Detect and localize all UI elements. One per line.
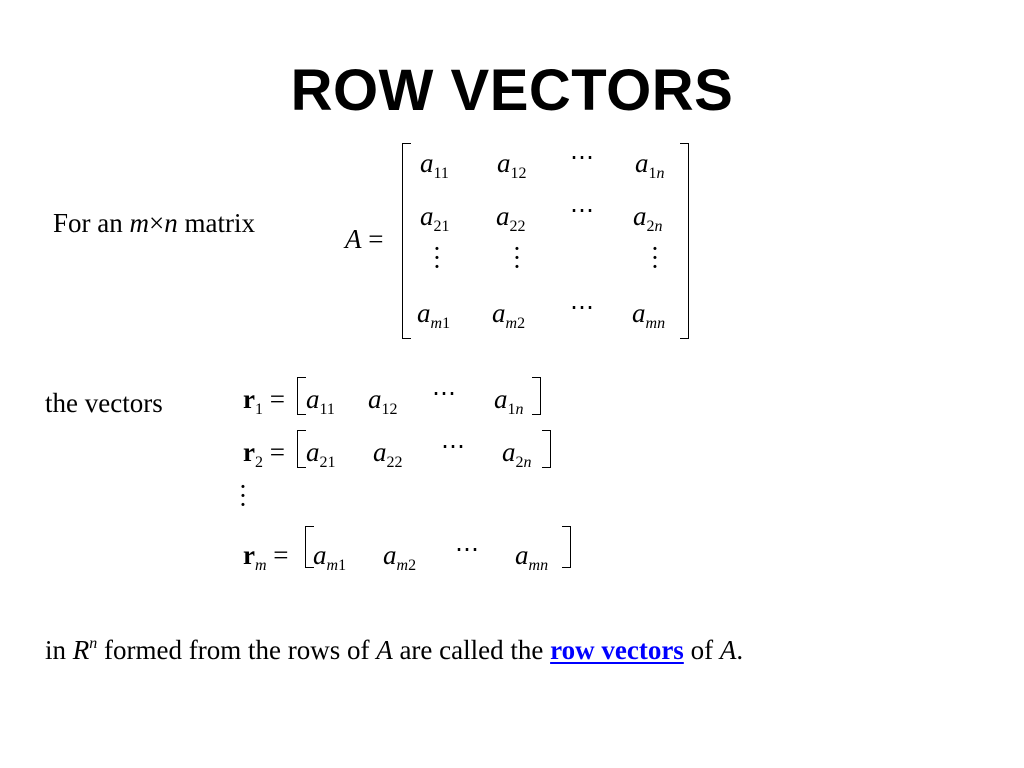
row-vector-m-left-bracket xyxy=(305,526,314,568)
matrix-left-bracket xyxy=(402,143,411,339)
row-vectors-term-link[interactable]: row vectors xyxy=(550,635,684,665)
matrix-equals: = xyxy=(368,224,384,254)
vectors-label: the vectors xyxy=(45,388,163,418)
row-vector-1-entry-1: a11 xyxy=(306,384,335,418)
matrix-entry-21: a21 xyxy=(420,201,450,235)
row-vector-2-lhs: r2 = xyxy=(243,437,285,471)
row-vector-m-entry-n: amn xyxy=(515,540,549,574)
matrix-entry-11: a11 xyxy=(420,148,449,182)
intro-suffix: matrix xyxy=(177,208,255,238)
slide-title: ROW VECTORS xyxy=(290,58,734,123)
row-vector-m-entry-1: am1 xyxy=(313,540,347,574)
matrix-vdots-col4: ··· xyxy=(650,234,660,281)
matrix-vdots-col1: ··· xyxy=(432,234,442,281)
row-vector-m-right-bracket xyxy=(562,526,571,568)
matrix-entry-1n: a1n xyxy=(635,148,665,182)
matrix-lhs: A = xyxy=(345,226,383,253)
matrix-entry-22: a22 xyxy=(496,201,526,235)
intro-times: × xyxy=(149,208,165,238)
row-vector-1-right-bracket xyxy=(532,377,541,415)
row-vector-1-entry-2: a12 xyxy=(368,384,398,418)
intro-text: For an m×n matrix xyxy=(53,210,255,237)
matrix-vdots-col2: ··· xyxy=(512,234,522,281)
row-vector-m-entry-2: am2 xyxy=(383,540,417,574)
row-vector-2-left-bracket xyxy=(297,430,306,468)
conclusion-text: in Rn formed from the rows of A are call… xyxy=(45,635,744,665)
matrix-name: A xyxy=(345,224,362,254)
row-vector-m-hdots: ⋯ xyxy=(455,537,479,563)
matrix-entry-m1: am1 xyxy=(417,298,451,332)
matrix-entry-2n: a2n xyxy=(633,201,663,235)
row-vector-1-hdots: ⋯ xyxy=(432,381,456,407)
row-vector-2-hdots: ⋯ xyxy=(441,434,465,460)
row-vector-m-lhs: rm = xyxy=(243,540,289,574)
row-vector-2-entry-n: a2n xyxy=(502,437,532,471)
matrix-entry-m2: am2 xyxy=(492,298,526,332)
row-vector-2-right-bracket xyxy=(542,430,551,468)
intro-m: m xyxy=(129,208,150,238)
row-vectors-vdots: ··· xyxy=(238,472,248,519)
row-vector-1-lhs: r1 = xyxy=(243,384,285,418)
row-vector-1-left-bracket xyxy=(297,377,306,415)
matrix-hdots-1: ⋯ xyxy=(570,145,594,171)
space-dim-n: n xyxy=(89,635,98,652)
matrix-hdots-m: ⋯ xyxy=(570,295,594,321)
matrix-entry-mn: amn xyxy=(632,298,666,332)
row-vector-2-entry-1: a21 xyxy=(306,437,336,471)
row-vector-2-entry-2: a22 xyxy=(373,437,403,471)
intro-n: n xyxy=(164,208,178,238)
matrix-entry-12: a12 xyxy=(497,148,527,182)
matrix-right-bracket xyxy=(680,143,689,339)
matrix-hdots-2: ⋯ xyxy=(570,198,594,224)
intro-prefix: For an xyxy=(53,208,130,238)
row-vector-1-entry-n: a1n xyxy=(494,384,524,418)
space-R: R xyxy=(72,635,90,665)
